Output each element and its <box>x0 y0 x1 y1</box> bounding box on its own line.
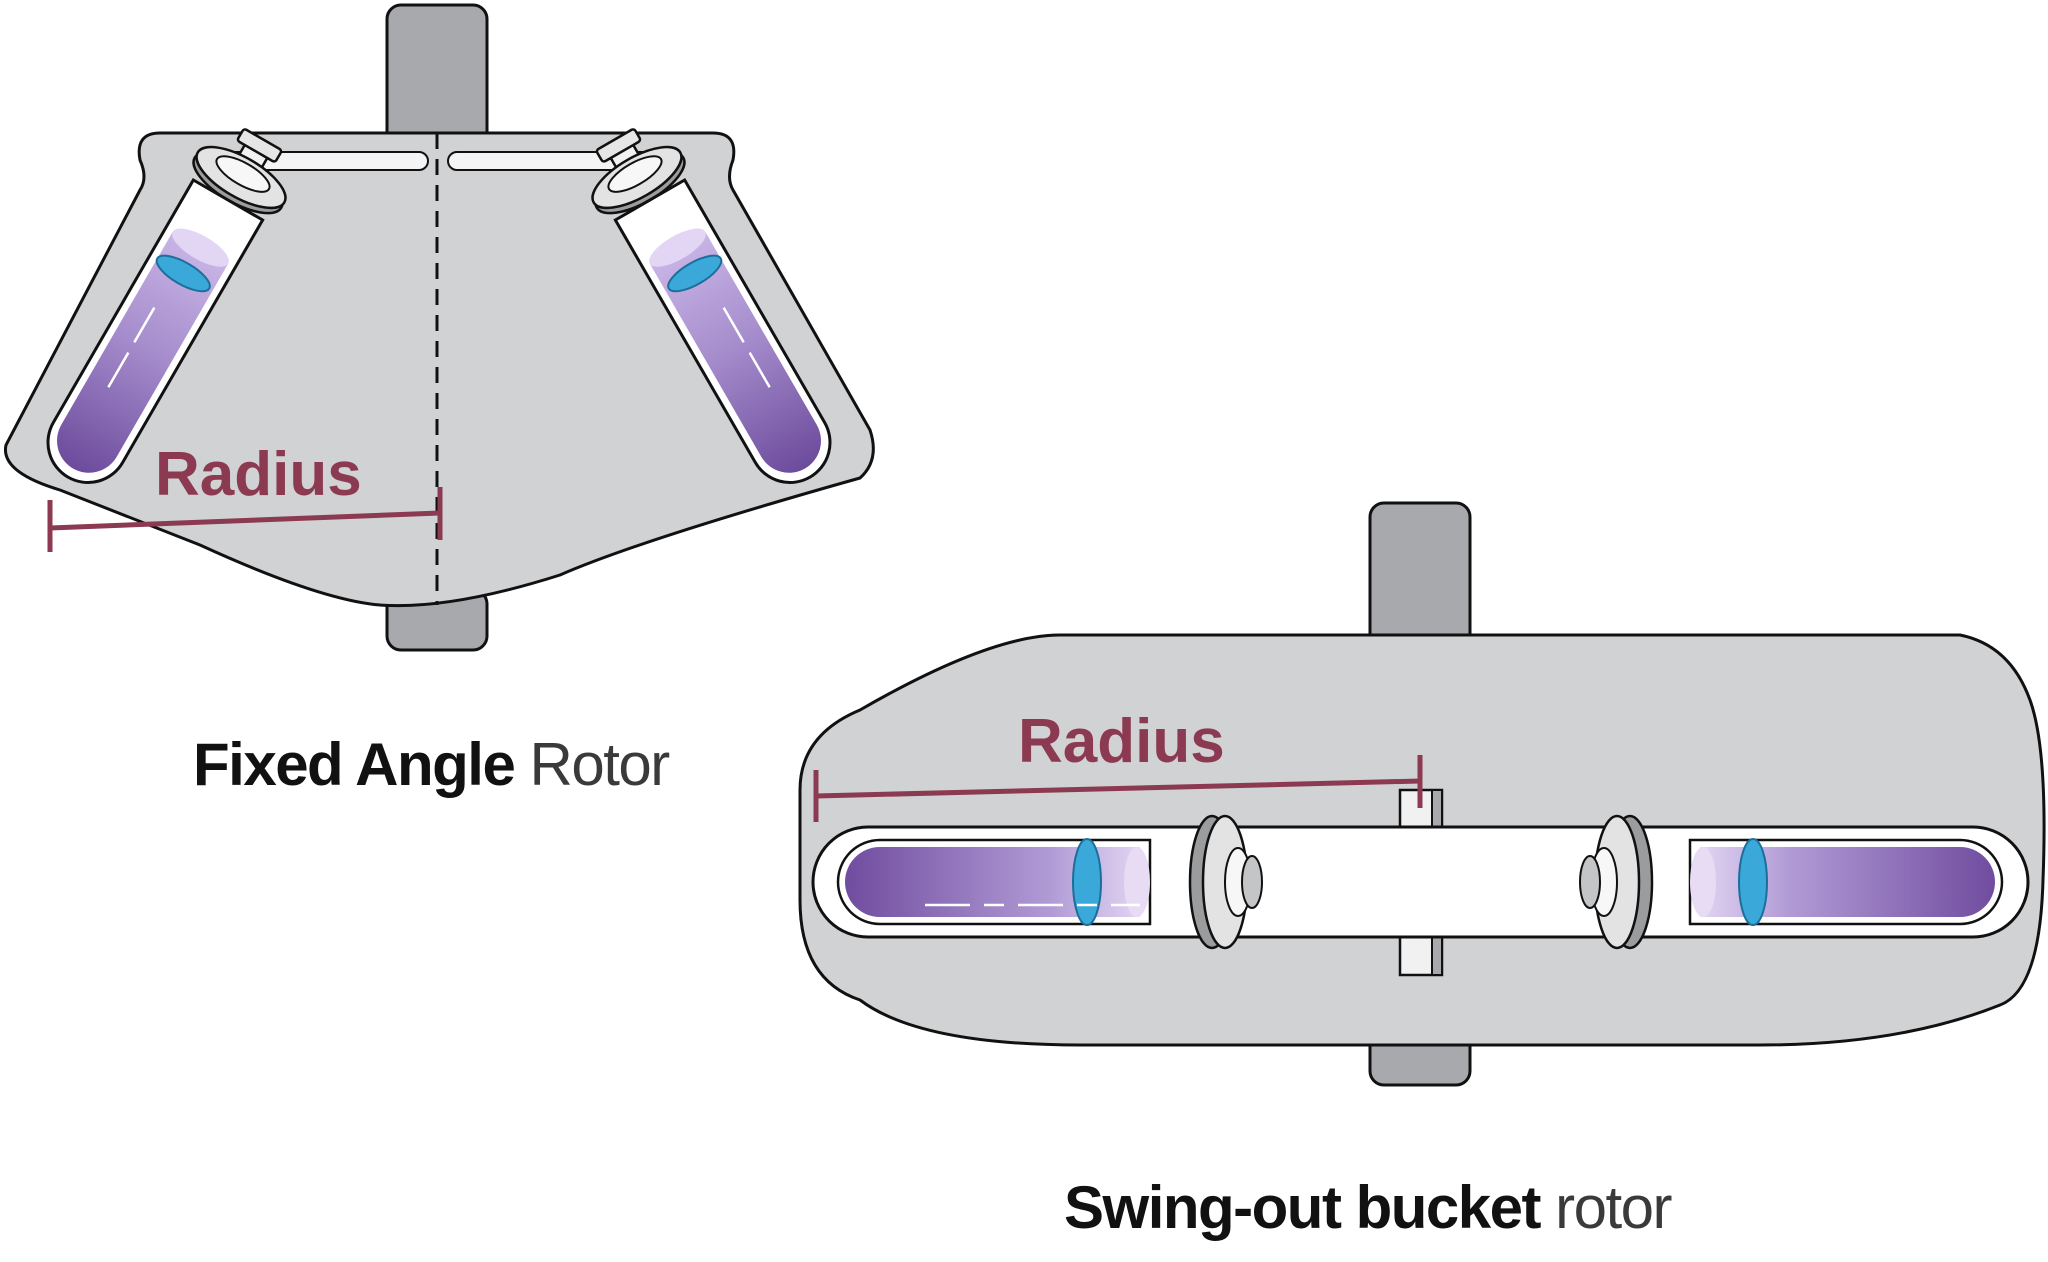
caption-bold-text: Fixed Angle <box>193 731 516 798</box>
meniscus <box>1738 838 1768 926</box>
meniscus <box>667 254 723 293</box>
caption-regular-text: rotor <box>1555 1174 1672 1241</box>
swing-out-caption: Swing-out bucket rotor <box>1064 1178 1673 1238</box>
fixed-angle-caption: Fixed Angle Rotor <box>193 735 670 795</box>
caption-bold-text: Swing-out bucket <box>1064 1174 1541 1241</box>
swing-out-rotor: Radius <box>798 501 2046 1087</box>
fixed-radius-label: Radius <box>155 440 362 509</box>
sample-liquid <box>649 231 821 473</box>
sample-liquid <box>845 847 1140 917</box>
swing-radius-marker <box>813 755 1423 822</box>
swing-tube-right <box>1579 814 2004 950</box>
meniscus <box>1072 838 1102 926</box>
fixed-tube-left <box>46 128 287 484</box>
swing-radius-label: Radius <box>1018 707 1225 776</box>
upper-shaft <box>385 3 489 147</box>
sample-liquid <box>57 231 229 473</box>
fixed-tube-right <box>591 128 832 484</box>
fixed-angle-rotor: Radius <box>3 3 875 652</box>
fixed-radius-marker <box>47 487 443 552</box>
caption-regular-text: Rotor <box>529 731 671 798</box>
meniscus <box>155 254 211 293</box>
sample-liquid <box>1700 847 1995 917</box>
upper-shaft <box>1368 501 1472 655</box>
